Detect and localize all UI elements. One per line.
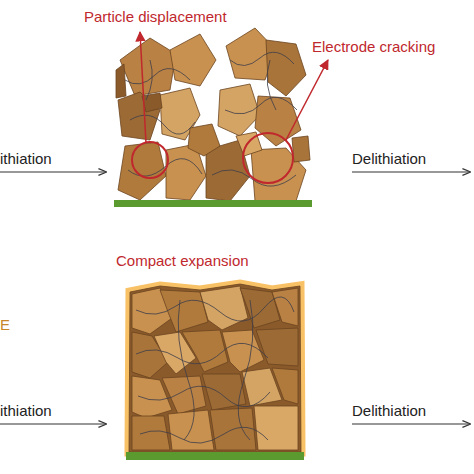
binder-strand [140,427,268,443]
binder-strand [230,52,294,65]
compact-electrode [129,284,301,452]
binder-strand [178,300,194,440]
compact-electrode [182,330,228,372]
callout-label: Electrode cracking [312,38,435,56]
process-arrow [352,423,470,424]
process-label: ithiation [0,402,52,420]
leader-arrow [140,32,146,143]
callout-label: Compact expansion [116,252,249,270]
leader-arrow [140,32,328,143]
compact-electrode [254,406,298,450]
process-label: Delithiation [352,150,426,168]
binder-strand [136,297,294,321]
leader-arrow [286,60,328,140]
cracked-electrode [118,142,166,200]
compact-electrode [256,328,298,366]
cracked-electrode [120,38,176,96]
compact-electrode [168,410,214,450]
cracked-electrode [116,28,310,201]
cracked-electrode [188,124,220,156]
binder-strand [225,97,297,114]
compact-electrode [162,376,206,414]
binder-strand [146,60,152,100]
process-label: Delithiation [352,402,426,420]
compact-electrode [272,288,298,326]
binder-strand [238,300,253,440]
process-arrow [0,171,106,172]
binder-strand [136,297,294,443]
panel-label: E [0,316,10,334]
compact-electrode [222,330,264,372]
compact-electrode [200,286,248,330]
cracked-electrode [266,40,306,96]
binder-strand [125,52,297,186]
current-collector [126,452,304,460]
compact-electrode [129,284,301,452]
process-arrow [0,423,106,424]
process-arrow [352,171,470,172]
callout-circle [132,142,168,178]
binder-strand [136,343,268,363]
callout-circle [132,133,293,183]
compact-electrode [202,374,246,410]
binder-strand [125,69,190,84]
compact-electrode [272,368,298,404]
compact-electrode [132,416,170,450]
process-arrow [0,172,470,424]
binder-strand [130,115,195,134]
process-label: ithiation [0,150,52,168]
current-collector [114,200,312,207]
callout-circle [243,133,293,183]
cracked-electrode [170,34,216,86]
coating-layer [129,284,301,452]
cracked-electrode [116,64,126,98]
cracked-electrode [292,136,310,162]
binder-strand [267,60,276,110]
callout-label: Particle displacement [84,8,227,26]
cracked-electrode [142,93,162,112]
binder-strand [138,386,270,406]
